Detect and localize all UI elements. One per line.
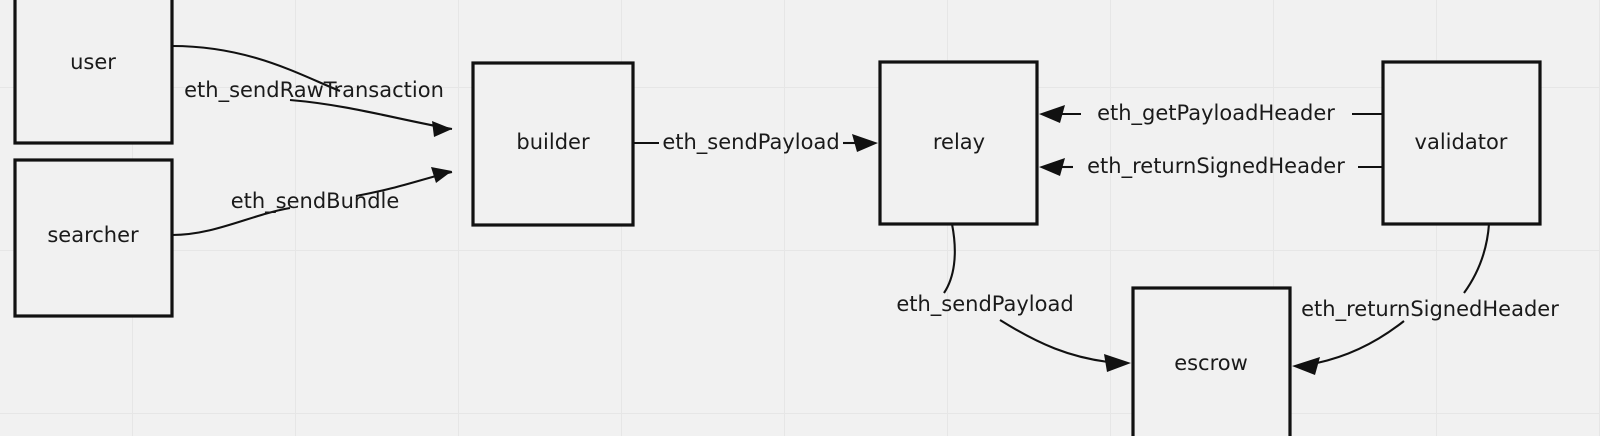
node-box-user[interactable]: [13, 0, 174, 145]
node-label-escrow: escrow: [1174, 351, 1248, 375]
arrowhead-builder-relay: [852, 134, 878, 152]
node-escrow[interactable]: escrow: [1131, 286, 1292, 436]
edge-validator-to-escrow: eth_returnSignedHeader: [1292, 223, 1559, 375]
node-label-relay: relay: [933, 130, 985, 154]
node-box-builder[interactable]: [471, 61, 635, 227]
edge-label-validator-relay-ret: eth_returnSignedHeader: [1087, 154, 1345, 179]
edge-label-user-builder: eth_sendRawTransaction: [184, 78, 444, 103]
edge-label-builder-relay: eth_sendPayload: [662, 130, 839, 155]
arrowhead-searcher-builder: [431, 167, 452, 183]
edge-line-relay-escrow-2: [999, 319, 1109, 364]
edge-line-relay-escrow: [943, 223, 956, 294]
node-user[interactable]: user: [13, 0, 174, 145]
edge-label-searcher-builder: eth_sendBundle: [231, 189, 400, 214]
node-box-searcher[interactable]: [13, 158, 174, 318]
edge-line-validator-escrow-2: [1316, 320, 1405, 365]
arrowhead-user-builder: [432, 121, 452, 137]
node-label-builder: builder: [516, 130, 590, 154]
edge-line-searcher-builder: [171, 206, 291, 237]
edge-label-relay-escrow: eth_sendPayload: [896, 292, 1073, 317]
node-box-escrow[interactable]: [1131, 286, 1292, 436]
node-searcher[interactable]: searcher: [13, 158, 174, 318]
edge-relay-to-escrow: eth_sendPayload: [896, 223, 1131, 372]
arrowhead-validator-escrow: [1292, 357, 1320, 375]
edge-builder-to-relay: eth_sendPayload: [633, 130, 878, 155]
arrowhead-validator-relay-get: [1039, 105, 1065, 123]
edge-label-validator-escrow: eth_returnSignedHeader: [1301, 297, 1559, 322]
arrowhead-validator-relay-ret: [1039, 158, 1065, 176]
edge-searcher-to-builder: eth_sendBundle: [171, 167, 453, 237]
edge-line-validator-escrow: [1463, 223, 1491, 294]
node-label-validator: validator: [1415, 130, 1508, 154]
edge-label-validator-relay-get: eth_getPayloadHeader: [1097, 101, 1335, 126]
edge-line-user-builder-2: [289, 98, 453, 131]
edge-validator-to-relay-get-payload-header: eth_getPayloadHeader: [1039, 101, 1383, 126]
node-builder[interactable]: builder: [471, 61, 635, 227]
node-validator[interactable]: validator: [1381, 60, 1542, 226]
node-relay[interactable]: relay: [878, 60, 1039, 226]
arrowhead-relay-escrow: [1104, 354, 1131, 372]
node-box-relay[interactable]: [878, 60, 1039, 226]
node-box-validator[interactable]: [1381, 60, 1542, 226]
edge-validator-to-relay-return-signed-header: eth_returnSignedHeader: [1039, 154, 1383, 179]
node-label-searcher: searcher: [47, 223, 139, 247]
edge-user-to-builder: eth_sendRawTransaction: [171, 44, 453, 137]
node-label-user: user: [70, 50, 116, 74]
edge-line-user-builder: [171, 44, 341, 92]
